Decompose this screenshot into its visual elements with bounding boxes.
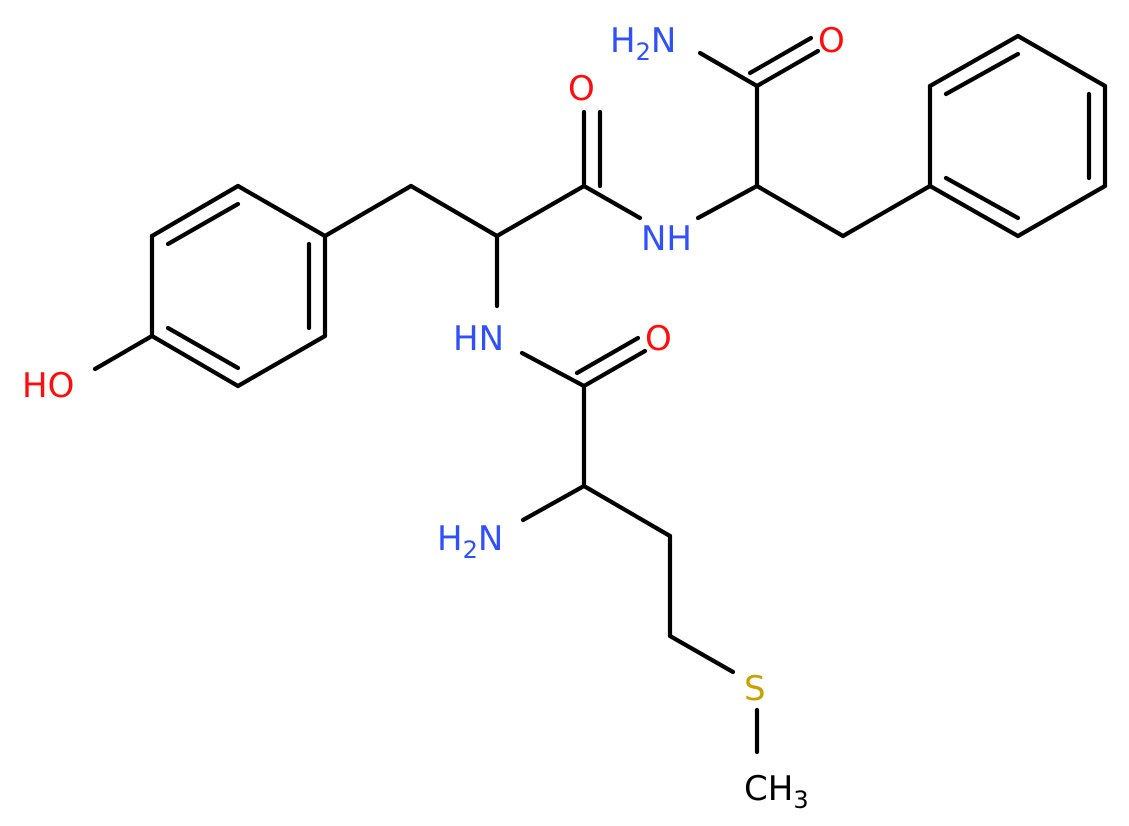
bond xyxy=(754,183,846,239)
amine-n-label: H2N xyxy=(437,519,503,564)
bond xyxy=(697,50,760,89)
bond xyxy=(747,35,814,76)
bond xyxy=(519,350,587,389)
bond xyxy=(667,633,736,675)
bond-inner xyxy=(165,201,241,247)
bond xyxy=(927,183,1021,239)
amide-nh-tyr-label: HN xyxy=(453,319,504,359)
sulfur-label: S xyxy=(744,669,766,709)
bond xyxy=(149,333,241,389)
bond xyxy=(520,483,587,523)
bond xyxy=(322,183,414,239)
bond xyxy=(494,183,587,239)
amide-terminal-o-label: O xyxy=(818,21,845,61)
bond-inner xyxy=(165,325,241,371)
bond xyxy=(927,33,1021,89)
amide-nh-phe-label: NH xyxy=(641,219,692,259)
bond xyxy=(754,48,821,89)
methyl-label: CH3 xyxy=(744,769,809,814)
bond xyxy=(235,183,328,239)
amide-terminal-n-label: H2N xyxy=(610,21,676,66)
bond xyxy=(581,483,673,539)
bond xyxy=(149,183,241,239)
carbonyl-tyr-o-label: O xyxy=(568,69,595,109)
bond xyxy=(235,333,328,389)
bond xyxy=(840,183,933,239)
bond xyxy=(1015,33,1108,89)
bond xyxy=(92,333,155,372)
bonds xyxy=(92,33,1108,755)
bond xyxy=(581,183,643,221)
bond xyxy=(695,183,760,221)
bond xyxy=(408,183,500,239)
bond xyxy=(1015,183,1108,239)
carbonyl-met-o-label: O xyxy=(645,319,672,359)
bond-inner xyxy=(943,175,1021,221)
atom-labels: HO H2N O O NH HN O H2N S CH3 xyxy=(22,21,845,814)
bond xyxy=(581,348,648,389)
hydroxyl-label: HO xyxy=(22,366,74,406)
bond xyxy=(574,335,641,376)
bond-inner xyxy=(943,51,1021,97)
